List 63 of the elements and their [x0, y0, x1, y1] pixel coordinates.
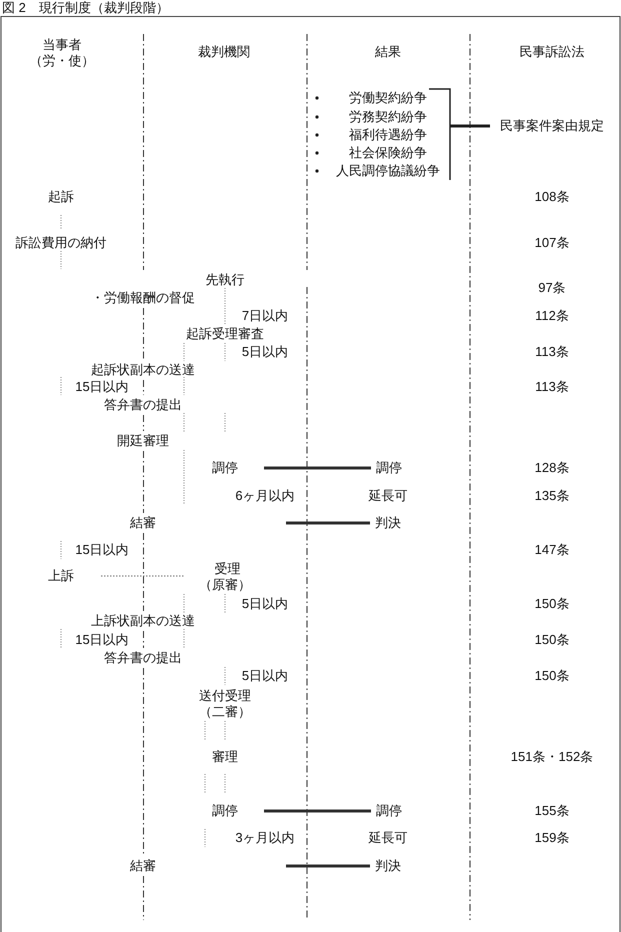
step-label: 起訴 [48, 189, 74, 205]
step-label: 起訴受理審査 [186, 326, 264, 342]
deadline-label: 5日以内 [242, 668, 288, 684]
category-label: 民事案件案由規定 [500, 118, 604, 134]
step-label: 先執行 [206, 272, 244, 288]
step-label: 受理（原審） [198, 560, 252, 592]
article-label: 128条 [534, 460, 570, 476]
result-label: 判決 [375, 515, 401, 531]
result-label: 調停 [376, 460, 402, 476]
note-label: 延長可 [368, 488, 408, 504]
title: 図 2 現行制度（裁判段階） [2, 0, 169, 15]
step-label: 送付受理（二審） [198, 688, 252, 720]
step-label: 開廷審理 [117, 433, 169, 449]
connector-line [264, 466, 371, 470]
step-label: 調停 [212, 460, 238, 476]
list-item: 人民調停協議紛争 [336, 163, 440, 179]
step-label: 訴訟費用の納付 [16, 235, 106, 251]
article-label: 108条 [534, 189, 570, 205]
deadline-label: 15日以内 [75, 632, 129, 648]
deadline-label: 15日以内 [75, 542, 129, 558]
step-label: 答弁書の提出 [104, 397, 182, 413]
article-label: 135条 [534, 488, 570, 504]
column-header: 結果 [375, 44, 401, 60]
column-header: 裁判機関 [198, 44, 250, 60]
deadline-label: 15日以内 [75, 379, 129, 395]
article-label: 147条 [534, 542, 570, 558]
step-label: ・労働報酬の督促 [91, 290, 195, 306]
connector-line [264, 810, 371, 812]
step-label: 調停 [212, 803, 238, 819]
article-label: 150条 [534, 668, 570, 684]
article-label: 107条 [534, 235, 570, 251]
step-label: 結審 [130, 858, 156, 874]
result-label: 調停 [376, 803, 402, 819]
list-item: 労働契約紛争 [349, 90, 427, 106]
column-header: 当事者（労・使） [28, 37, 96, 69]
step-label: 上訴 [48, 568, 74, 584]
article-label: 159条 [534, 830, 570, 846]
connector-line [286, 522, 370, 524]
article-label: 151条・152条 [510, 749, 594, 765]
article-label: 97条 [538, 280, 566, 296]
column-header: 民事訴訟法 [520, 44, 584, 60]
deadline-label: 7日以内 [242, 308, 288, 324]
step-label: 上訴状副本の送達 [91, 613, 195, 629]
article-label: 112条 [535, 308, 569, 324]
deadline-label: 5日以内 [242, 344, 288, 360]
article-label: 155条 [534, 803, 570, 819]
deadline-label: 3ヶ月以内 [235, 830, 295, 846]
article-label: 150条 [534, 596, 570, 612]
note-label: 延長可 [368, 830, 408, 846]
step-label: 審理 [212, 749, 238, 765]
article-label: 113条 [535, 344, 569, 360]
result-label: 判決 [375, 858, 401, 874]
deadline-label: 5日以内 [242, 596, 288, 612]
step-label: 結審 [130, 515, 156, 531]
article-label: 150条 [534, 632, 570, 648]
list-item: 労務契約紛争 [349, 109, 427, 125]
step-label: 答弁書の提出 [104, 650, 182, 666]
list-item: 社会保険紛争 [349, 145, 427, 161]
deadline-label: 6ヶ月以内 [235, 488, 295, 504]
step-label: 起訴状副本の送達 [91, 362, 195, 378]
connector-line [286, 864, 370, 868]
article-label: 113条 [535, 379, 569, 395]
list-item: 福利待遇紛争 [349, 127, 427, 143]
